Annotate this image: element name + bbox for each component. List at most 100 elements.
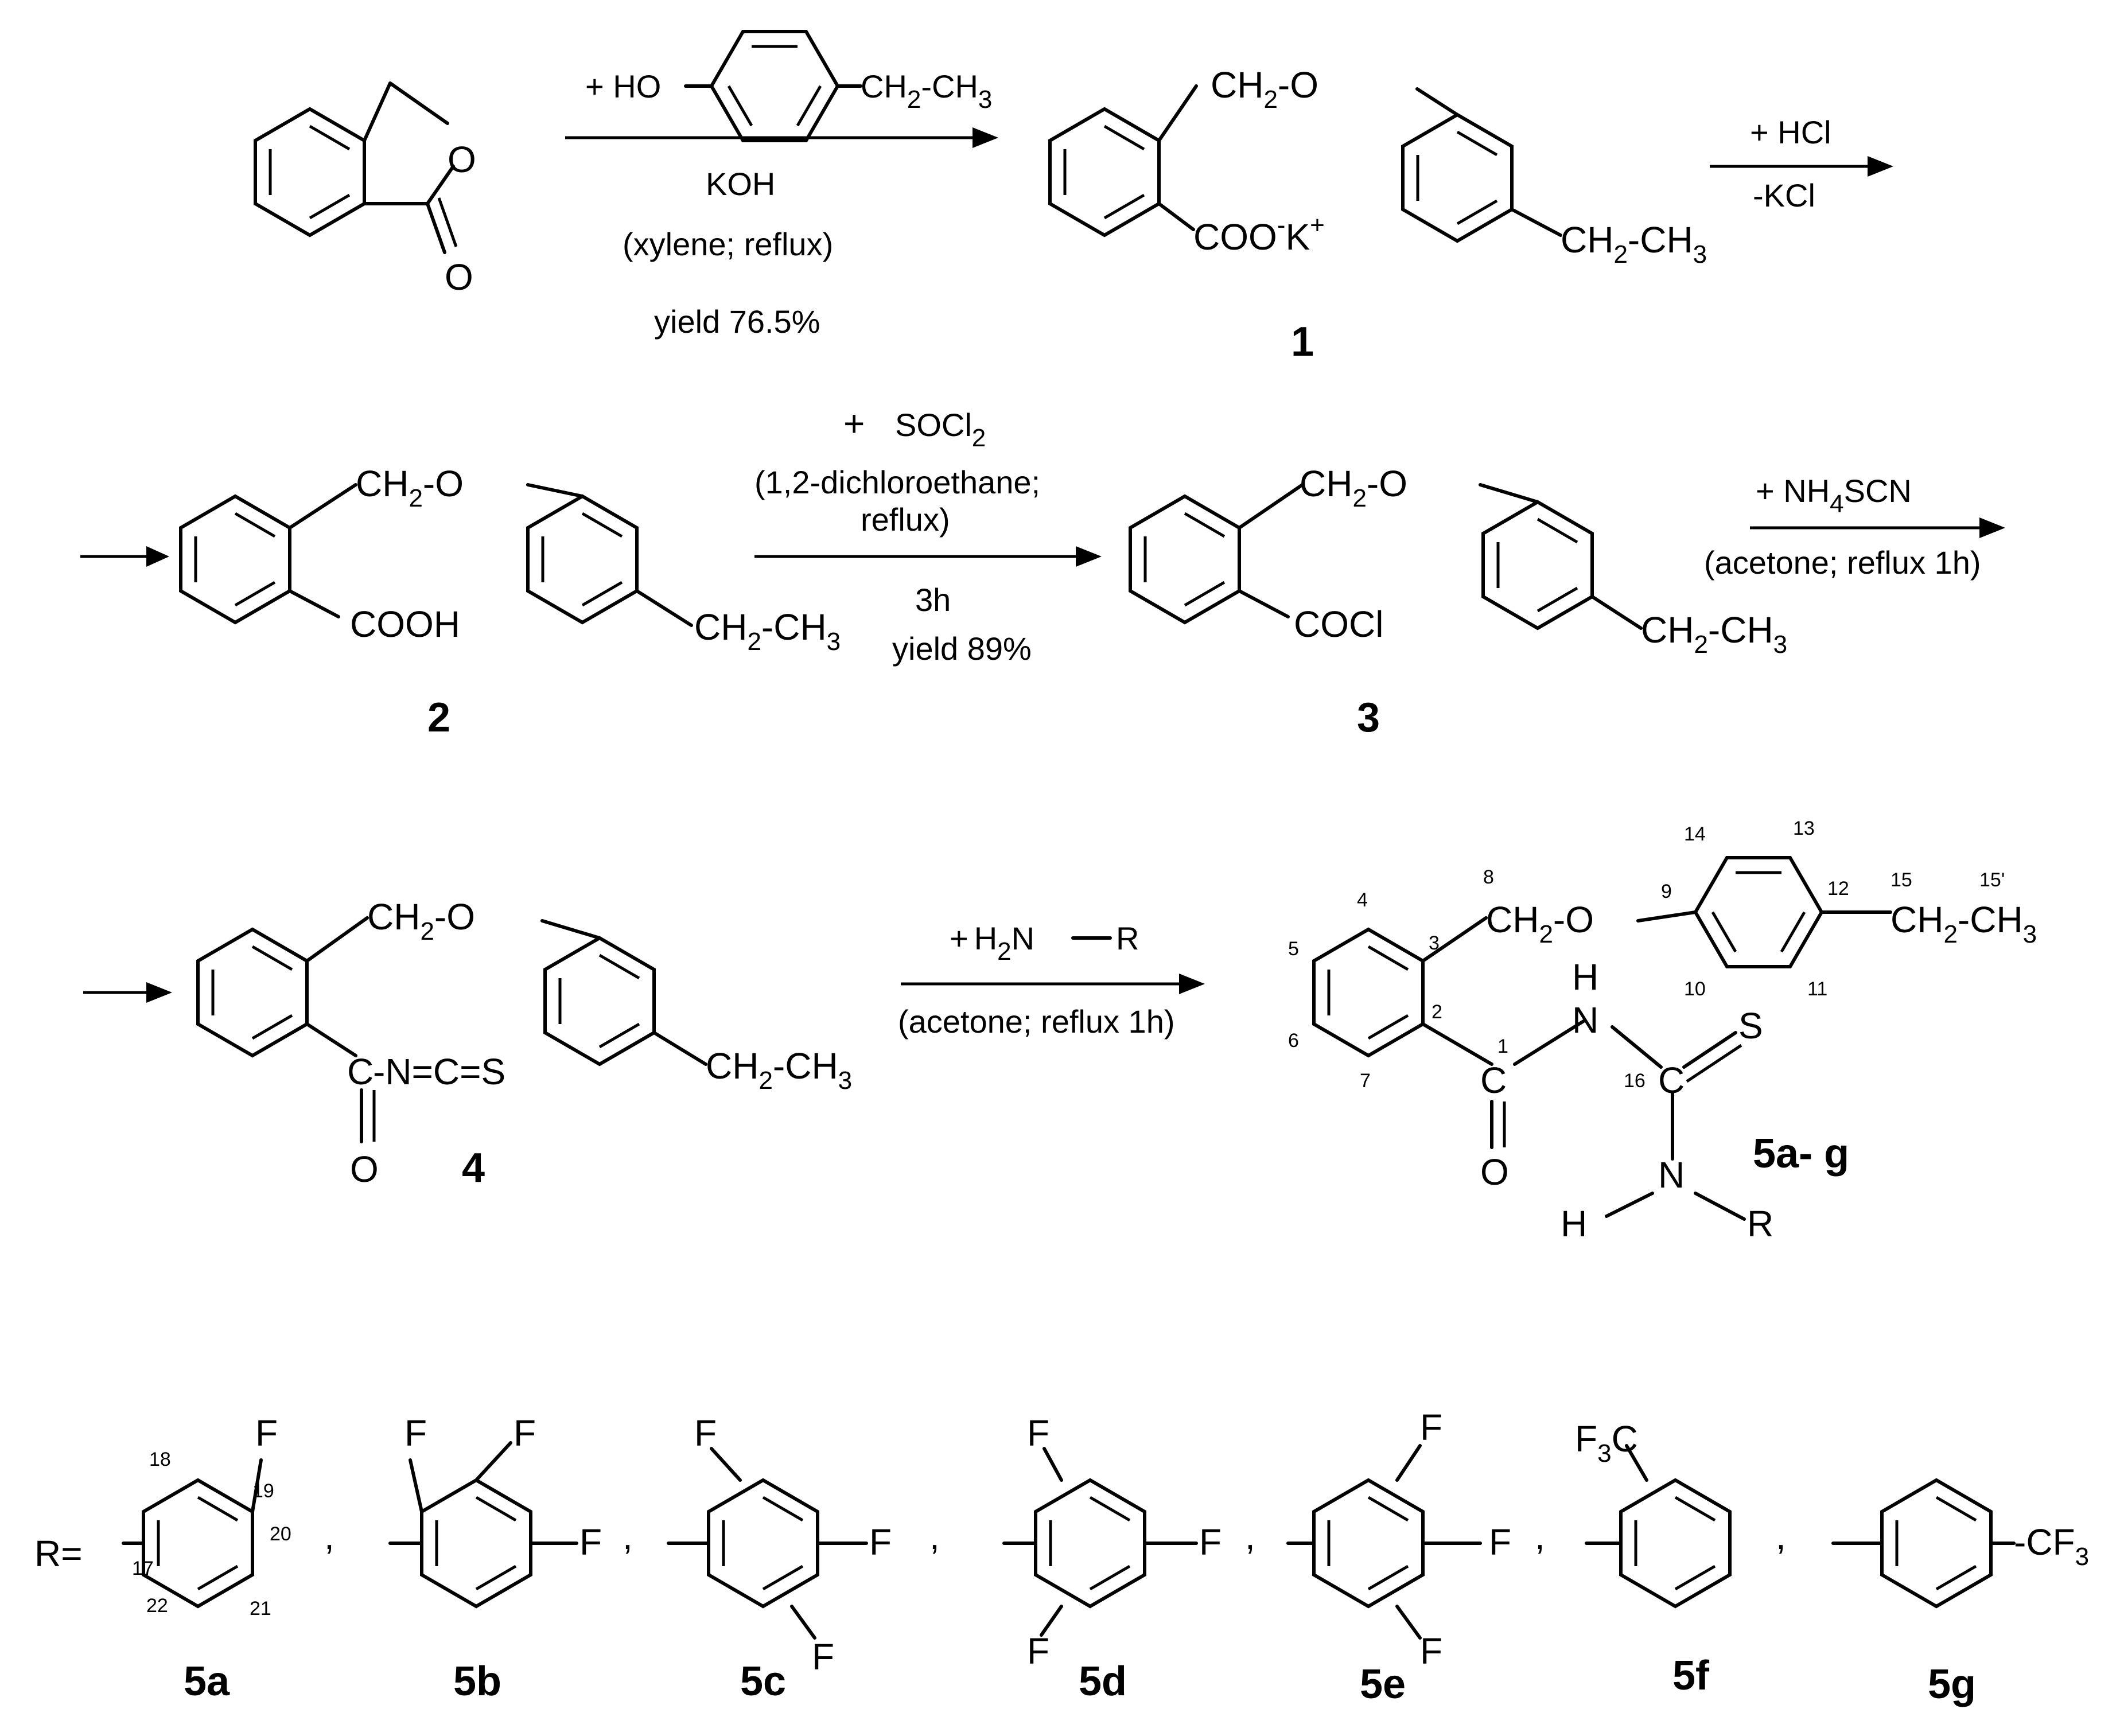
r-prefix: R= xyxy=(34,1533,83,1574)
compound-1-structure xyxy=(1050,84,1562,241)
r-group-5a-fluorine: F xyxy=(255,1412,278,1454)
phthalide-carbonyl-oxygen: O xyxy=(445,256,473,298)
r-group-5e-structure xyxy=(1286,1444,1482,1640)
compound-1-ethyl: CH2-CH3 xyxy=(1561,219,1707,268)
r-group-5b-label: 5b xyxy=(453,1659,501,1704)
r-group-5b-structure xyxy=(388,1441,578,1606)
atom-number-16: 16 xyxy=(1624,1070,1646,1092)
separator-3: , xyxy=(929,1516,940,1557)
row3-continuation-arrow xyxy=(83,982,172,1003)
compound-5-label: 5a- g xyxy=(1753,1131,1849,1177)
r-group-5f-structure xyxy=(1585,1444,1730,1606)
atom-number-15-prime: 15' xyxy=(1979,869,2005,891)
r-group-5d-label: 5d xyxy=(1079,1659,1127,1704)
r-group-5a-number-17: 17 xyxy=(132,1558,154,1579)
r-group-5f-label: 5f xyxy=(1672,1653,1710,1699)
step3-solvent-line2: reflux) xyxy=(861,501,950,538)
step5-reagent: +H2N xyxy=(950,920,1034,966)
separator-6: , xyxy=(1776,1516,1786,1557)
step5-arrow xyxy=(901,974,1205,994)
step4-reagent: + NH4SCN xyxy=(1756,473,1912,518)
step1-yield: yield 76.5% xyxy=(654,303,820,340)
r-group-5a-number-18: 18 xyxy=(149,1449,171,1470)
step3-plus: + xyxy=(843,403,865,444)
r-group-5b-fluorine-3: F xyxy=(579,1521,602,1563)
phthalide-ring-oxygen: O xyxy=(448,139,476,180)
compound-4-label: 4 xyxy=(462,1145,485,1191)
r-group-5b-fluorine-2: F xyxy=(514,1412,536,1454)
separator-4: , xyxy=(1245,1516,1255,1557)
compound-5-thione-s: S xyxy=(1738,1005,1763,1046)
compound-5-ethyl: CH2-CH3 xyxy=(1891,899,2037,948)
compound-3-structure xyxy=(1130,483,1643,630)
r-group-5c-fluorine-1: F xyxy=(694,1412,717,1454)
compound-5-c1: C xyxy=(1480,1060,1507,1101)
step1-phenol-ring xyxy=(711,32,838,141)
compound-2-ch2-o: CH2-O xyxy=(356,463,464,512)
compound-4-carbonyl-c: C xyxy=(347,1051,374,1092)
compound-4-ch2-o: CH2-O xyxy=(367,896,475,945)
atom-number-1: 1 xyxy=(1497,1036,1508,1057)
atom-number-10: 10 xyxy=(1684,978,1706,1000)
compound-4-ethyl: CH2-CH3 xyxy=(706,1045,852,1095)
compound-4-isothiocyanate: -N=C=S xyxy=(373,1051,505,1092)
step3-time: 3h xyxy=(915,582,951,618)
atom-number-8: 8 xyxy=(1483,866,1494,888)
atom-number-12: 12 xyxy=(1827,878,1849,900)
step3-arrow xyxy=(754,546,1102,567)
atom-number-5: 5 xyxy=(1288,938,1299,960)
r-group-5d-fluorine-2: F xyxy=(1199,1521,1222,1563)
r-group-5g-cf3: -CF3 xyxy=(2014,1521,2089,1571)
separator-1: , xyxy=(324,1516,334,1557)
r-group-5c-label: 5c xyxy=(740,1659,786,1704)
atom-number-7: 7 xyxy=(1360,1070,1371,1092)
r-group-5a-number-20: 20 xyxy=(270,1523,291,1545)
step1-reagent-prefix: + HO xyxy=(585,68,661,104)
step4-conditions: (acetone; reflux 1h) xyxy=(1704,544,1981,581)
step1-conditions: (xylene; reflux) xyxy=(623,226,833,262)
step4-arrow xyxy=(1750,517,2005,538)
atom-number-14: 14 xyxy=(1684,823,1706,845)
r-group-5a-number-21: 21 xyxy=(250,1598,271,1620)
r-group-5a-number-22: 22 xyxy=(146,1595,168,1617)
compound-4-structure xyxy=(198,916,707,1143)
step2-byproduct: -KCl xyxy=(1753,177,1815,213)
step2-arrow xyxy=(1710,156,1893,177)
atom-number-13: 13 xyxy=(1793,818,1815,839)
r-group-5e-fluorine-1: F xyxy=(1420,1407,1442,1448)
r-group-5g-label: 5g xyxy=(1928,1661,1976,1707)
compound-4-carbonyl-o: O xyxy=(350,1149,379,1190)
atom-number-9: 9 xyxy=(1661,881,1672,902)
r-group-5g-structure xyxy=(1831,1480,2016,1606)
atom-number-6: 6 xyxy=(1288,1030,1299,1052)
compound-2-acid: COOH xyxy=(350,604,460,645)
step5-reagent-r: R xyxy=(1116,920,1139,956)
r-group-5c-fluorine-3: F xyxy=(812,1636,834,1677)
r-group-5c-structure xyxy=(667,1447,868,1640)
compound-2-structure xyxy=(181,483,693,627)
r-group-5b-fluorine-1: F xyxy=(404,1412,427,1454)
compound-5-carbonyl-o: O xyxy=(1480,1151,1509,1193)
r-group-5d-structure xyxy=(1002,1447,1198,1637)
compound-3-label: 3 xyxy=(1357,695,1380,741)
r-group-5c-fluorine-2: F xyxy=(869,1521,892,1563)
step1-reagent-ch2: CH2-CH3 xyxy=(861,68,992,114)
r-group-5a-structure xyxy=(122,1458,263,1606)
r-group-5e-label: 5e xyxy=(1360,1661,1406,1707)
compound-1-label: 1 xyxy=(1291,319,1314,365)
atom-number-15: 15 xyxy=(1891,869,1912,891)
r-group-5a-number-19: 19 xyxy=(252,1480,274,1502)
r-group-5e-fluorine-2: F xyxy=(1489,1521,1511,1563)
compound-5-r: R xyxy=(1747,1203,1773,1244)
compound-1-ch2-o: CH2-O xyxy=(1211,64,1318,114)
compound-5-structure xyxy=(1314,858,1892,1221)
compound-5-c16: C xyxy=(1658,1060,1685,1101)
compound-3-ethyl: CH2-CH3 xyxy=(1641,609,1787,659)
r-group-5f-cf3: F3C xyxy=(1575,1418,1638,1468)
separator-5: , xyxy=(1535,1516,1545,1557)
step3-solvent-line1: (1,2-dichloroethane; xyxy=(754,464,1040,500)
compound-5-thioamide-n: N xyxy=(1658,1154,1685,1196)
compound-5-atom-numbers: 1 2 3 4 5 6 7 8 9 10 11 12 13 14 15 15' … xyxy=(1288,818,2005,1092)
step1-arrow xyxy=(565,127,998,148)
